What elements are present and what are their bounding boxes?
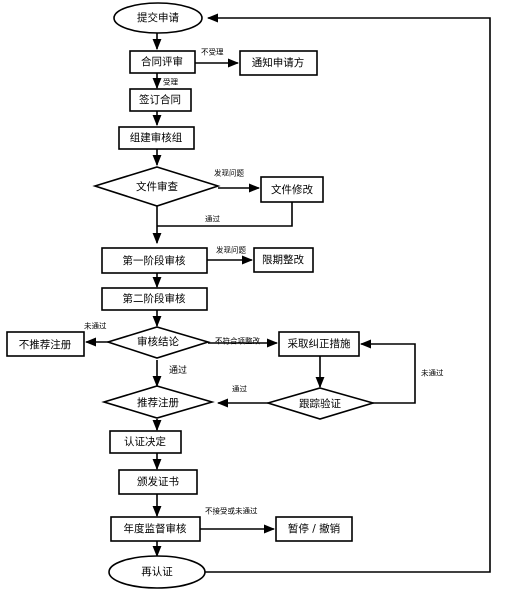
node-issue-cert-shape [118, 469, 198, 495]
node-notify-shape [239, 50, 318, 76]
node-contract-review-shape [129, 50, 196, 74]
node-not-recommend-shape [6, 331, 85, 357]
edge-labels: 不受理 受理 发现问题 通过 发现问题 未通过 不符合项整改 通过 通过 未通过… [84, 47, 444, 516]
node-stage1-label: 第一阶段审核 [123, 254, 186, 267]
node-conclusion-shape [105, 326, 211, 359]
node-verify-label: 跟踪验证 [299, 397, 341, 410]
node-notify-label: 通知申请方 [252, 56, 305, 69]
node-contract-review-label: 合同评审 [141, 55, 183, 68]
edge-verify-failed-loop [359, 339, 416, 404]
node-corrective-shape [278, 331, 360, 357]
node-rectify-label: 限期整改 [262, 253, 304, 266]
label-passed-1: 通过 [205, 214, 220, 224]
node-doc-modify-label: 文件修改 [271, 183, 313, 196]
node-suspend-label: 暂停 / 撤销 [288, 522, 340, 535]
node-verify-shape [265, 387, 376, 420]
node-suspend-shape [275, 516, 353, 542]
node-not-recommend-label: 不推荐注册 [19, 338, 72, 351]
node-sign-contract-shape [129, 88, 192, 112]
node-recert-shape [108, 555, 206, 589]
node-submit-label: 提交申请 [137, 11, 179, 24]
label-not-passed-right: 未通过 [421, 368, 444, 378]
label-accepted: 受理 [163, 77, 178, 87]
node-cert-decision-label: 认证决定 [124, 435, 166, 448]
node-recert-label: 再认证 [141, 565, 173, 578]
node-issue-cert-label: 颁发证书 [137, 475, 179, 488]
node-stage2-label: 第二阶段审核 [123, 292, 186, 305]
node-conclusion-label: 审核结论 [137, 335, 179, 348]
label-problem-found-1: 发现问题 [214, 168, 244, 178]
label-not-passed-left: 未通过 [84, 321, 107, 331]
node-cert-decision-shape [109, 430, 182, 454]
node-recommend-label: 推荐注册 [137, 396, 179, 409]
node-stage1-shape [101, 247, 208, 274]
node-recommend-shape [101, 385, 215, 419]
node-annual-audit-label: 年度监督审核 [124, 522, 187, 535]
node-corrective-label: 采取纠正措施 [288, 337, 351, 350]
label-nonconforming: 不符合项整改 [215, 336, 260, 346]
label-not-accepted: 不受理 [201, 47, 224, 57]
label-passed-3: 通过 [232, 384, 247, 394]
node-stage2-shape [101, 287, 208, 311]
label-passed-2: 通过 [169, 364, 187, 376]
node-submit-shape [113, 2, 203, 34]
label-problem-found-2: 发现问题 [216, 245, 246, 255]
node-rectify-shape [253, 247, 314, 273]
label-not-accepted-or-failed: 不接受或未通过 [205, 506, 258, 516]
node-annual-audit-shape [110, 516, 201, 542]
shapes [6, 2, 376, 589]
node-form-team-shape [118, 126, 195, 150]
node-doc-review-shape [92, 166, 221, 207]
edge-recert-loop-to-submit [205, 13, 491, 573]
node-doc-modify-shape [260, 176, 324, 203]
node-labels: 提交申请 合同评审 通知申请方 签订合同 组建审核组 文件审查 文件修改 第一阶… [19, 11, 351, 578]
node-form-team-label: 组建审核组 [130, 131, 183, 144]
node-sign-contract-label: 签订合同 [139, 93, 181, 106]
edge-modify-back-to-flow [157, 202, 293, 227]
node-doc-review-label: 文件审查 [136, 180, 178, 193]
